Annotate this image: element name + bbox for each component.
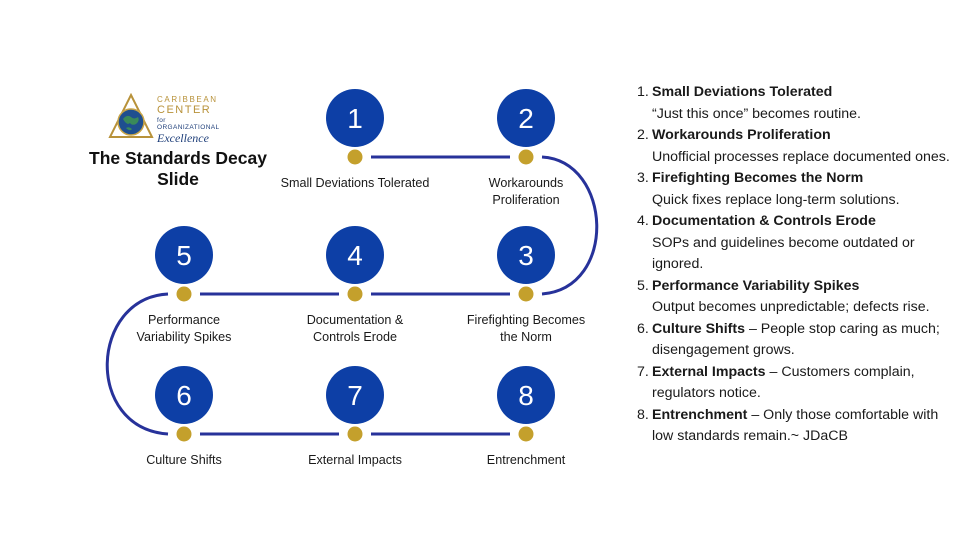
logo-line-3: for ORGANIZATIONAL bbox=[157, 117, 220, 131]
list-item-text: Unofficial processes replace documented … bbox=[652, 148, 950, 165]
step-2-label-line-2: Proliferation bbox=[492, 193, 559, 207]
logo-wordmark: CARIBBEAN CENTER for ORGANIZATIONAL Exce… bbox=[157, 95, 228, 145]
step-4-label-line-1: Documentation & bbox=[307, 313, 404, 327]
step-1-number: 1 bbox=[347, 103, 363, 134]
list-item-title: Workarounds Proliferation bbox=[652, 127, 831, 143]
step-7-circle bbox=[326, 366, 384, 424]
step-5-label-line-1: Performance bbox=[148, 313, 220, 327]
list-item: 8.Entrenchment – Only those comfortable … bbox=[637, 405, 957, 448]
step-6-number: 6 bbox=[176, 380, 192, 411]
list-item-text: – Only those comfortable with low standa… bbox=[652, 406, 939, 445]
list-item-title: Documentation & Controls Erode bbox=[652, 213, 876, 229]
list-item-text: – Customers complain, regulators notice. bbox=[652, 363, 915, 402]
step-5-circle bbox=[155, 226, 213, 284]
step-8-dot bbox=[518, 426, 534, 442]
list-item: 6.Culture Shifts – People stop caring as… bbox=[637, 319, 957, 362]
step-7-dot bbox=[347, 426, 363, 442]
list-item-number: 3. bbox=[637, 170, 649, 186]
step-2-label-line-1: Workarounds bbox=[489, 176, 564, 190]
step-5-number: 5 bbox=[176, 240, 192, 271]
logo: CARIBBEAN CENTER for ORGANIZATIONAL Exce… bbox=[108, 92, 228, 145]
step-3-number: 3 bbox=[518, 240, 534, 271]
list-item-text: SOPs and guidelines become outdated or i… bbox=[652, 234, 915, 273]
step-7-number: 7 bbox=[347, 380, 363, 411]
globe-triangle-icon bbox=[108, 92, 154, 138]
step-1-dot bbox=[347, 149, 363, 165]
list-item-number: 6. bbox=[637, 320, 649, 337]
list-item-text: “Just this once” becomes routine. bbox=[652, 105, 861, 122]
list-item-number: 1. bbox=[637, 84, 649, 100]
step-5-dot bbox=[176, 286, 192, 302]
list-item-title: Firefighting Becomes the Norm bbox=[652, 170, 864, 186]
step-3-dot bbox=[518, 286, 534, 302]
list-item-number: 5. bbox=[637, 277, 649, 294]
list-item-text: Output becomes unpredictable; defects ri… bbox=[652, 299, 930, 315]
list-item-title: External Impacts bbox=[652, 363, 766, 380]
list-item-number: 8. bbox=[637, 406, 649, 423]
connector-curve-right bbox=[541, 155, 599, 296]
step-8-label-line-1: Entrenchment bbox=[487, 453, 566, 467]
step-1-circle bbox=[326, 89, 384, 147]
logo-line-1: CARIBBEAN bbox=[157, 95, 218, 104]
list-item-title: Entrenchment bbox=[652, 406, 748, 423]
list-item-title: Performance Variability Spikes bbox=[652, 277, 860, 294]
logo-line-4: Excellence bbox=[157, 131, 209, 145]
list-item-text: Quick fixes replace long-term solutions. bbox=[652, 191, 900, 208]
list-item: 7.External Impacts – Customers complain,… bbox=[637, 362, 957, 405]
list-item-number: 4. bbox=[637, 213, 649, 229]
step-4-label-line-2: Controls Erode bbox=[313, 330, 397, 344]
step-2-circle bbox=[497, 89, 555, 147]
list-item-number: 2. bbox=[637, 127, 649, 143]
slide-title: The Standards Decay Slide bbox=[89, 148, 267, 189]
step-2-dot bbox=[518, 149, 534, 165]
step-1-label-line-1: Small Deviations Tolerated bbox=[281, 176, 430, 190]
step-3-circle bbox=[497, 226, 555, 284]
step-6-circle bbox=[155, 366, 213, 424]
list-item-text: – People stop caring as much; disengagem… bbox=[652, 320, 940, 359]
step-3-label-line-2: the Norm bbox=[500, 330, 552, 344]
connector-curve-left bbox=[105, 292, 169, 436]
step-8-circle bbox=[497, 366, 555, 424]
step-7-label-line-1: External Impacts bbox=[308, 453, 402, 467]
list-item: 1.Small Deviations Tolerated “Just this o… bbox=[637, 82, 957, 125]
step-3-label-line-1: Firefighting Becomes bbox=[467, 313, 585, 327]
step-8-number: 8 bbox=[518, 380, 534, 411]
step-6-dot bbox=[176, 426, 192, 442]
step-list: 1.Small Deviations Tolerated “Just this o… bbox=[637, 82, 957, 448]
list-item-number: 7. bbox=[637, 363, 649, 380]
step-2-number: 2 bbox=[518, 103, 534, 134]
list-item-title: Culture Shifts bbox=[652, 320, 746, 337]
list-item-title: Small Deviations Tolerated bbox=[652, 84, 833, 100]
logo-line-2: CENTER bbox=[157, 104, 212, 116]
step-4-circle bbox=[326, 226, 384, 284]
step-5-label-line-2: Variability Spikes bbox=[137, 330, 232, 344]
step-4-dot bbox=[347, 286, 363, 302]
step-4-number: 4 bbox=[347, 240, 363, 271]
step-6-label-line-1: Culture Shifts bbox=[146, 453, 222, 467]
